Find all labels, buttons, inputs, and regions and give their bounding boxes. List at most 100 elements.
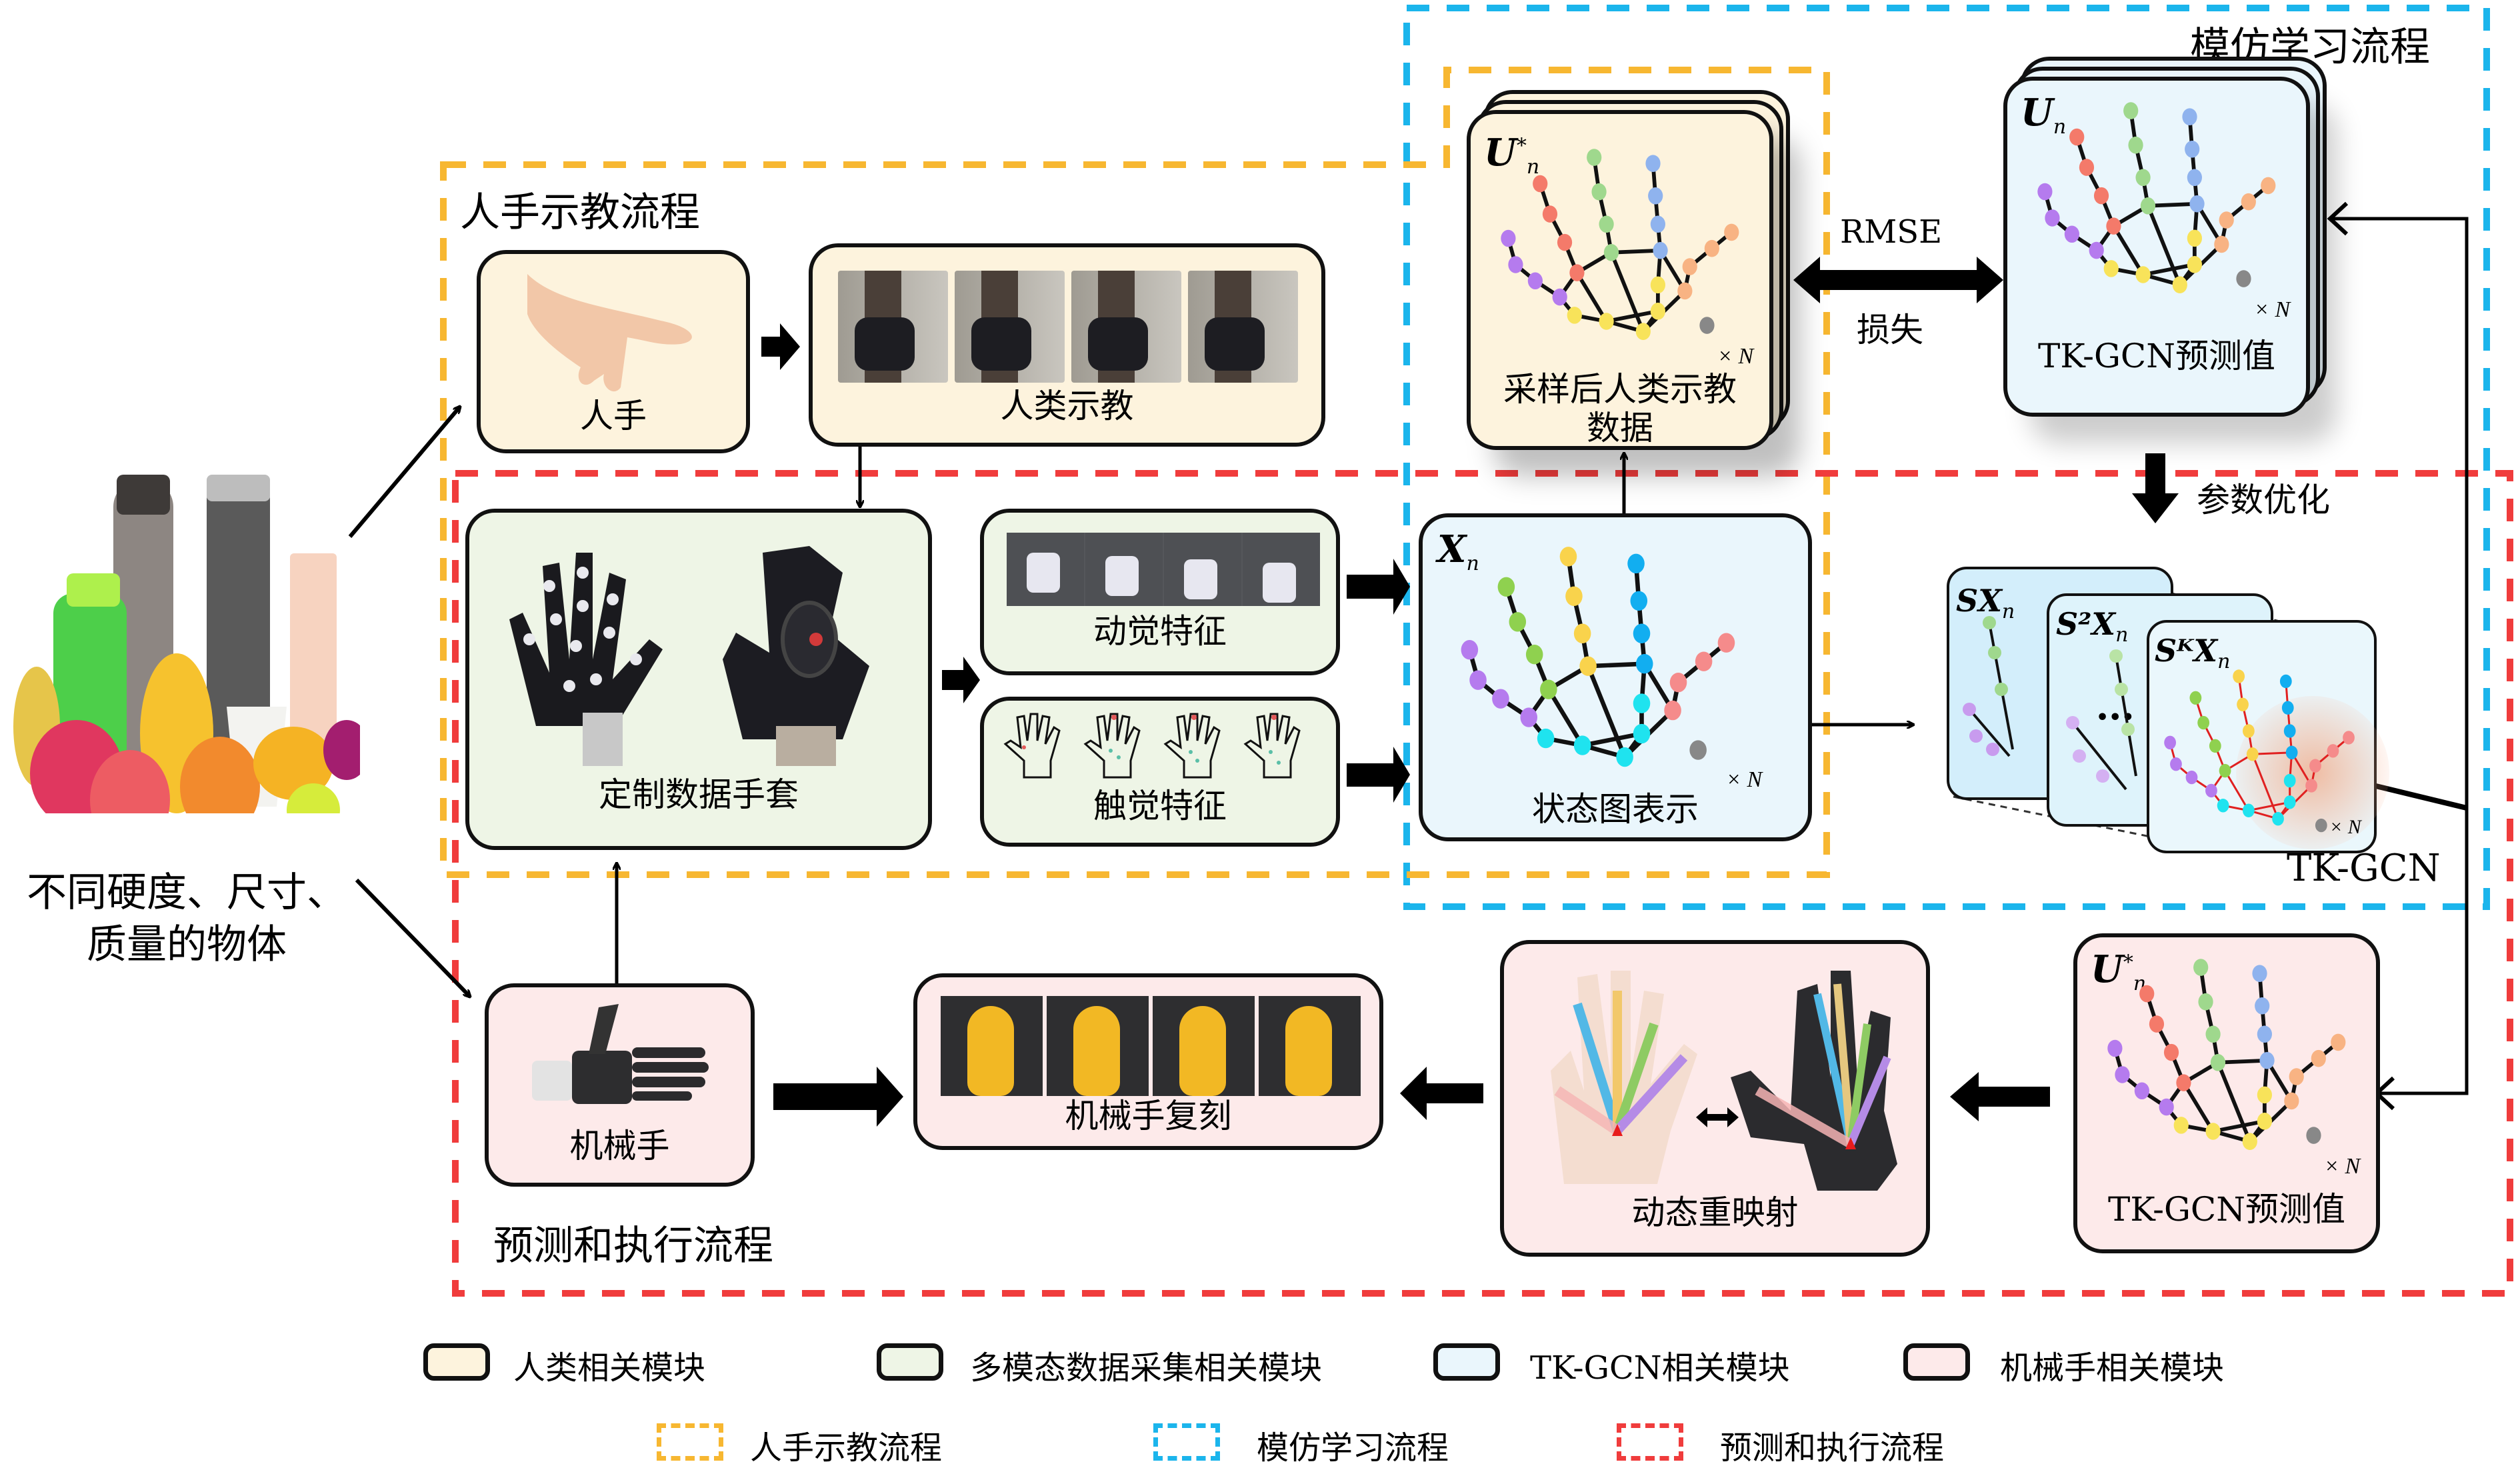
- human-hand-module[interactable]: 人手: [477, 250, 750, 453]
- legend-label-tkgcn: TK-GCN相关模块: [1530, 1349, 1790, 1387]
- robot-hand-arrows: [1731, 971, 1897, 1191]
- joint-thumb: [2037, 183, 2053, 201]
- bone-palm: [2216, 1061, 2252, 1143]
- joint-pinky: [1704, 239, 1719, 257]
- bone-palm: [2146, 205, 2182, 286]
- teaching-flow-title: 人手示教流程: [460, 189, 700, 236]
- joint-thumb: [1527, 272, 1543, 290]
- joint-palm: [2172, 276, 2187, 293]
- robot-hand-module[interactable]: 机械手: [485, 983, 755, 1187]
- param-opt-label: 参数优化: [2197, 481, 2330, 519]
- legend-label-execution: 预测和执行流程: [1720, 1429, 1945, 1467]
- objects-label: 不同硬度、尺寸、 质量的物体: [0, 867, 373, 971]
- joint-palm: [2173, 1117, 2189, 1134]
- joint-palm: [1635, 323, 1651, 340]
- human-demo-module[interactable]: 人类示教: [809, 243, 1325, 447]
- joint-index: [2149, 1015, 2165, 1033]
- bone-palm: [1611, 248, 1661, 255]
- tkgcn-pred-bottom-module[interactable]: U*n × N TK-GCN预测值: [2073, 933, 2380, 1253]
- robot-hand-image: [532, 1004, 709, 1104]
- joint-ring: [2185, 140, 2200, 158]
- joint-index: [1509, 612, 1527, 632]
- onion-icon: [323, 720, 370, 780]
- joint-thumb: [2089, 241, 2104, 259]
- joint-palm: [1633, 693, 1651, 713]
- joint-pinky: [1677, 282, 1693, 300]
- human-hand-label: 人手: [580, 397, 647, 435]
- joint-thumb: [2159, 1098, 2174, 1116]
- bone-palm: [2224, 770, 2250, 811]
- joint-index: [1533, 175, 1548, 193]
- legend-swatch-tkgcn: [1433, 1343, 1500, 1381]
- tkgcn-layer-2-graph: [2066, 649, 2137, 791]
- tactile-hand-2: [1083, 713, 1141, 779]
- data-glove-module[interactable]: 定制数据手套: [465, 509, 932, 850]
- tkgcn-layer-k-symbol: SᴷXn: [2155, 633, 2231, 674]
- human-demo-frames: [838, 271, 1298, 383]
- dynamic-retarget-module[interactable]: 动态重映射: [1500, 940, 1930, 1257]
- joint-thumb: [1492, 689, 1509, 709]
- execution-flow-outline: [452, 470, 2513, 1297]
- robot-replicate-frames: [941, 996, 1361, 1096]
- joint-palm: [2242, 1133, 2257, 1150]
- motion-glove-icon: [723, 546, 869, 766]
- tkgcn-layer-1-symbol: SXn: [1956, 583, 2015, 624]
- joint-ring: [1653, 241, 1668, 259]
- sensor-glove-icon: [509, 553, 663, 766]
- robot-replicate-module[interactable]: 机械手复刻: [913, 973, 1383, 1150]
- joint-middle: [1559, 547, 1577, 567]
- sampled-demo-module[interactable]: U*n × N 采样后人类示教 数据: [1467, 110, 1773, 450]
- arrow-retarget-to-replicate: [1400, 1067, 1483, 1120]
- arrow-tactile-to-state: [1347, 747, 1410, 803]
- legend-label-teaching: 人手示教流程: [750, 1429, 943, 1467]
- joint-middle: [1599, 215, 1614, 233]
- sampled-demo-label-line1: 采样后人类示教: [1503, 370, 1737, 409]
- joint-palm: [1537, 728, 1555, 749]
- robot-hand-label: 机械手: [569, 1127, 670, 1165]
- joint-pinky: [2219, 211, 2234, 229]
- legend-label-imitation: 模仿学习流程: [1257, 1429, 1449, 1467]
- joint-ring: [2257, 1025, 2272, 1043]
- joint-thumb: [2170, 757, 2182, 771]
- joint-middle: [2193, 959, 2209, 976]
- legend-swatch-multimodal: [877, 1343, 943, 1381]
- tactile-module[interactable]: 触觉特征: [980, 697, 1340, 847]
- tkgcn-module[interactable]: SXn S²Xn ••• SᴷXn × N TK-GCN: [1947, 567, 2441, 890]
- tactile-hand-1: [1003, 713, 1061, 779]
- joint-index: [1542, 205, 1558, 223]
- tkgcn-layer-k: SᴷXn × N: [2147, 620, 2389, 853]
- kinesthetic-module[interactable]: 动觉特征: [980, 509, 1340, 675]
- state-graph-module[interactable]: Xn × N 状态图表示: [1419, 513, 1812, 841]
- tkgcn-pred-top-symbol: Un: [2021, 91, 2067, 139]
- joint-palm: [2283, 795, 2296, 809]
- arrow-objects-to-hand: [348, 407, 460, 538]
- tkgcn-pred-top-label: TK-GCN预测值: [2038, 337, 2275, 375]
- joint-index: [2093, 187, 2109, 205]
- joint-middle: [1573, 623, 1591, 643]
- state-graph-times-n: × N: [1726, 767, 1763, 792]
- sample-marker: [2236, 270, 2251, 287]
- sampled-demo-label: 采样后人类示教 数据: [1471, 370, 1769, 447]
- robot-replicate-label: 机械手复刻: [1065, 1097, 1232, 1135]
- demo-frame-3: [1071, 271, 1181, 383]
- orange-icon: [180, 737, 260, 837]
- starfruit-icon: [253, 727, 333, 800]
- tactile-label: 触觉特征: [1093, 787, 1227, 825]
- joint-thumb: [1520, 707, 1538, 727]
- joint-index: [2197, 715, 2210, 730]
- tkgcn-pred-top-module[interactable]: Un × N TK-GCN预测值: [2003, 77, 2310, 417]
- human-hand-image: [527, 274, 692, 392]
- joint-palm: [1650, 276, 1665, 294]
- loop-arrowhead-top: [2327, 201, 2349, 236]
- bottle-2-icon: [207, 480, 270, 780]
- tkgcn-layer-1-graph: [1963, 616, 2014, 757]
- joint-pinky: [2309, 759, 2321, 773]
- joint-palm: [2272, 811, 2284, 826]
- arrow-kinesthetic-to-state: [1347, 559, 1410, 615]
- joint-thumb: [2185, 770, 2198, 785]
- joint-pinky: [1664, 700, 1681, 721]
- joint-palm: [2135, 266, 2151, 283]
- bone-palm: [2251, 753, 2279, 819]
- sample-marker: [1699, 317, 1715, 334]
- imitation-flow-outline: [1403, 5, 2490, 910]
